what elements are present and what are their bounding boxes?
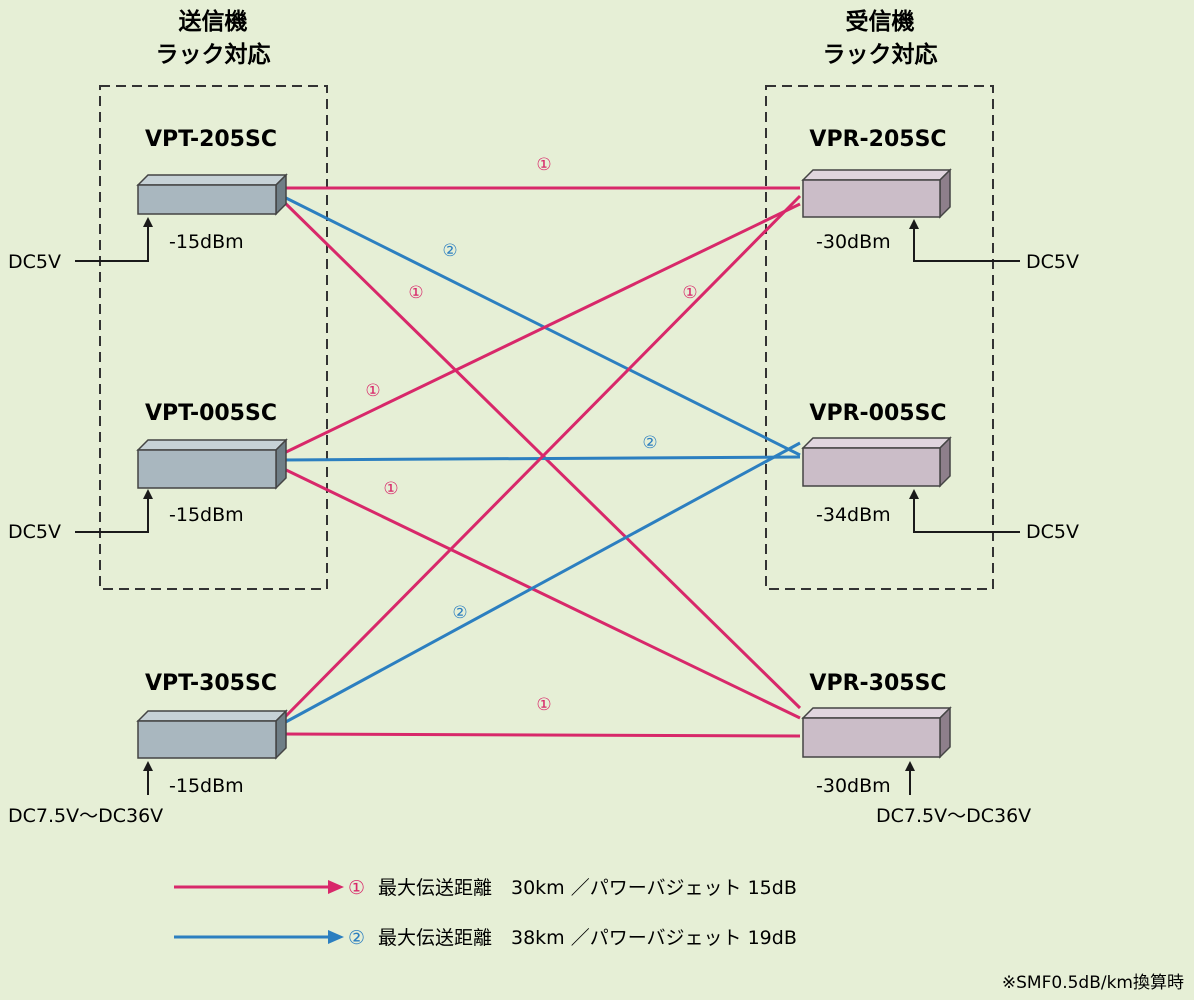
legend-marker-type2: ②	[348, 927, 365, 949]
tx-model-name: VPT-305SC	[145, 671, 277, 696]
route-label: ①	[536, 695, 551, 715]
route-line-type1	[281, 732, 801, 738]
tx-model-name: VPT-005SC	[145, 401, 277, 426]
tx-output-level: -15dBm	[169, 504, 244, 526]
tx-group-title-2: ラック対応	[156, 41, 271, 68]
footnote: ※SMF0.5dB/km換算時	[1002, 973, 1184, 993]
rx-power-label: DC5V	[1026, 251, 1079, 273]
route-label: ②	[442, 241, 457, 261]
legend-arrowhead-type1	[328, 880, 344, 894]
route-label: ②	[642, 433, 657, 453]
tx-rack-frame	[99, 85, 328, 590]
rx-model-name: VPR-205SC	[809, 127, 946, 152]
route-line-type1	[281, 202, 801, 456]
tx-power-label: DC5V	[8, 251, 61, 273]
rx-group-title-1: 受信機	[846, 8, 915, 35]
routes: ① ② ① ① ② ① ① ② ①	[280, 155, 802, 738]
route-label: ①	[383, 479, 398, 499]
tx-output-level: -15dBm	[169, 775, 244, 797]
rx-sensitivity-level: -34dBm	[816, 504, 891, 526]
transmitter-device	[136, 709, 288, 760]
power-arrow	[909, 219, 1020, 262]
route-label: ①	[536, 155, 551, 175]
rx-group-title-2: ラック対応	[823, 41, 938, 68]
route-line-type1	[280, 194, 802, 722]
tx-group-title-1: 送信機	[179, 8, 248, 35]
rx-power-label: DC5V	[1026, 521, 1079, 543]
route-line-type2	[281, 441, 801, 726]
route-label: ①	[682, 283, 697, 303]
rx-model-name: VPR-005SC	[809, 401, 946, 426]
route-label: ②	[452, 603, 467, 623]
receiver-device	[801, 706, 952, 759]
rx-rack-frame	[765, 85, 994, 590]
tx-model-name: VPT-205SC	[145, 127, 277, 152]
route-line-type1	[280, 198, 802, 710]
rx-sensitivity-level: -30dBm	[816, 775, 891, 797]
rx-model-name: VPR-305SC	[809, 671, 946, 696]
receiver-device	[801, 168, 952, 219]
legend-text-type1: 最大伝送距離 30km ／パワーバジェット 15dB	[378, 877, 797, 899]
route-line-type2	[281, 194, 801, 457]
tx-power-label: DC7.5V〜DC36V	[8, 805, 163, 827]
receiver-device	[801, 436, 952, 488]
legend-text-type2: 最大伝送距離 38km ／パワーバジェット 19dB	[378, 927, 797, 949]
transmitter-device	[136, 438, 288, 490]
rx-power-label: DC7.5V〜DC36V	[876, 805, 1031, 827]
route-line-type1	[281, 466, 801, 720]
legend-arrowhead-type2	[328, 930, 344, 944]
tx-output-level: -15dBm	[169, 231, 244, 253]
power-arrow	[909, 489, 1020, 533]
tx-power-label: DC5V	[8, 521, 61, 543]
power-arrow	[75, 217, 153, 262]
route-label: ①	[408, 283, 423, 303]
transmitter-device	[136, 173, 288, 216]
rx-sensitivity-level: -30dBm	[816, 231, 891, 253]
legend-marker-type1: ①	[348, 877, 365, 899]
route-label: ①	[365, 381, 380, 401]
power-arrow	[75, 489, 153, 533]
